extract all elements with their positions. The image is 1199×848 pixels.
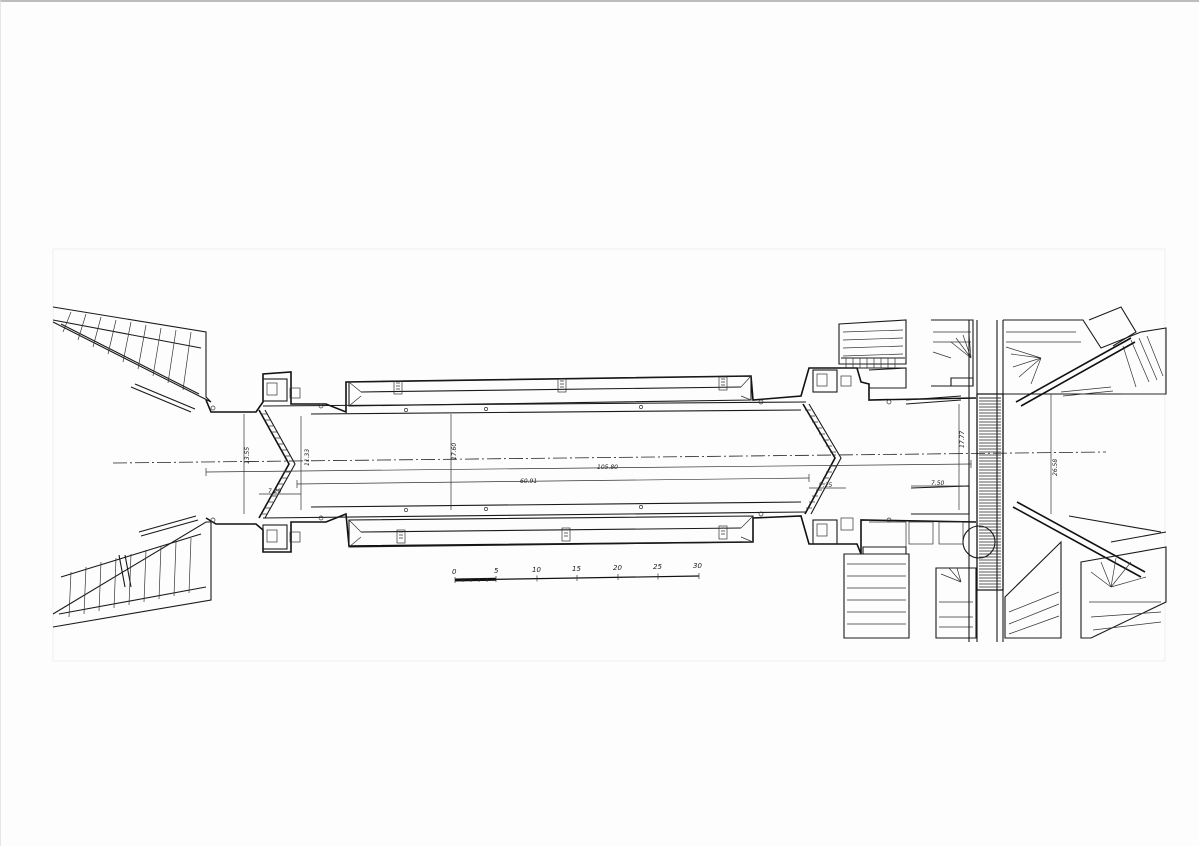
upper-hall [348, 375, 752, 407]
dim-centre-width: 17.60 [451, 443, 458, 460]
dim-right-offset: 7.25 [819, 482, 833, 489]
dim-left-width-b: 11.33 [304, 449, 311, 466]
scale-bar-labels: 0 5 10 15 20 25 30 [452, 562, 702, 576]
crosswalk-stripes [979, 397, 1001, 588]
dim-left-width-a: 13.55 [244, 447, 251, 464]
right-platform-details [869, 395, 970, 547]
left-stair [258, 409, 296, 519]
scale-bar [454, 573, 700, 583]
station-outline [205, 367, 977, 555]
dimension-lines [205, 394, 1052, 514]
scale-label-10: 10 [532, 566, 541, 574]
dim-right-small: 7.50 [931, 480, 945, 487]
right-far-lower-blocks [1004, 501, 1167, 639]
dim-right-width-b: 26.58 [1052, 459, 1059, 476]
right-upper-blocks [838, 319, 974, 389]
lower-hall [348, 515, 754, 548]
scale-label-30: 30 [693, 562, 702, 570]
dim-inner-length: 60.91 [520, 478, 537, 485]
scale-label-15: 15 [572, 565, 581, 573]
cross-street [968, 320, 1004, 642]
column-marks [210, 399, 892, 523]
dim-overall-length: 105.80 [597, 464, 618, 471]
scale-label-0: 0 [452, 568, 457, 576]
scale-label-5: 5 [494, 567, 499, 575]
scale-label-20: 20 [613, 564, 622, 572]
right-lower-blocks [843, 521, 996, 639]
centre-axis [112, 451, 1107, 464]
left-lower-ramp [52, 515, 212, 628]
right-stair [802, 403, 842, 515]
right-ticket-rooms [812, 369, 854, 545]
left-ticket-rooms [262, 378, 301, 550]
scale-label-25: 25 [653, 563, 662, 571]
dim-left-offset: 7.20 [268, 488, 282, 495]
left-upper-ramp [52, 306, 212, 413]
scan-frame [52, 248, 1166, 662]
right-far-upper-blocks [1003, 306, 1167, 407]
dim-right-width-a: 17.77 [959, 431, 966, 448]
